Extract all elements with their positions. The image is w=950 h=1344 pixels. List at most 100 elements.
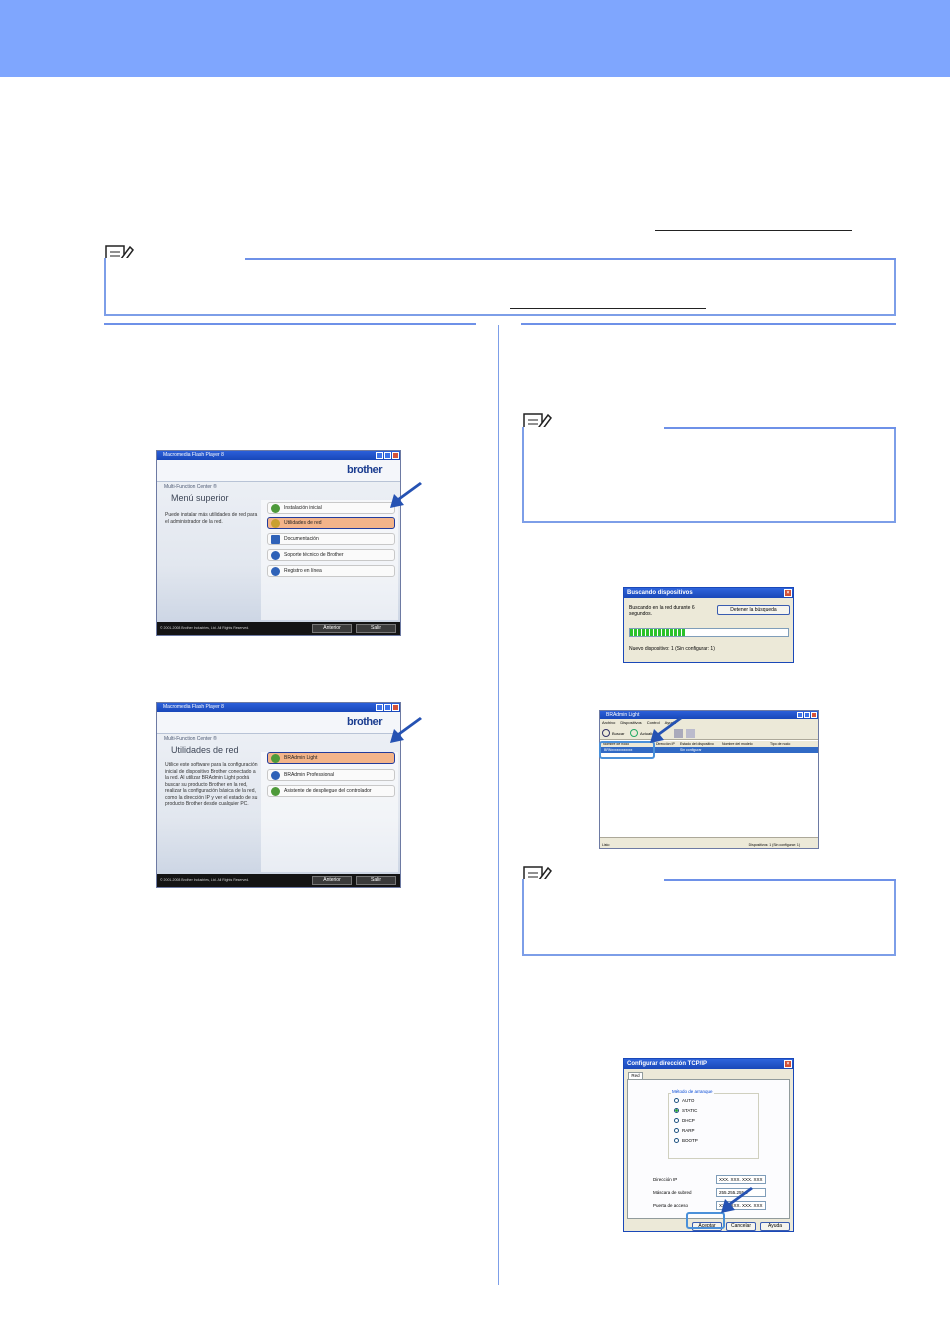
section-rule-right bbox=[521, 323, 896, 325]
radio-button-icon[interactable] bbox=[674, 1118, 679, 1124]
note-rule bbox=[664, 427, 896, 429]
brother-logo: brother bbox=[347, 716, 383, 728]
back-button[interactable]: Anterior bbox=[312, 624, 352, 633]
bradmin-icon bbox=[271, 754, 280, 763]
radio-option[interactable]: BOOTP bbox=[674, 1138, 698, 1144]
exit-button[interactable]: Salir bbox=[356, 876, 396, 885]
menu-item-instalacion[interactable]: Instalación inicial bbox=[267, 502, 395, 514]
settings-icon[interactable] bbox=[674, 729, 683, 738]
menu-bar: Archivo Dispositivos Control Ayuda bbox=[600, 719, 818, 726]
table-header: Nombre de nodo Dirección IP Estado del d… bbox=[600, 741, 818, 747]
section-rule-left bbox=[104, 323, 476, 325]
link-underline[interactable] bbox=[655, 230, 852, 231]
minimize-icon[interactable] bbox=[797, 712, 803, 718]
note-rule bbox=[245, 258, 896, 260]
menu-archivo[interactable]: Archivo bbox=[602, 720, 616, 725]
arrow-pointer-icon bbox=[390, 482, 422, 508]
maximize-icon[interactable] bbox=[804, 712, 810, 718]
refresh-icon[interactable] bbox=[630, 729, 638, 737]
menu-item-soporte[interactable]: Soporte técnico de Brother bbox=[267, 549, 395, 561]
menu-ayuda[interactable]: Ayuda bbox=[664, 720, 676, 725]
menu-item-registro[interactable]: Registro en línea bbox=[267, 565, 395, 577]
wizard-icon bbox=[271, 787, 280, 796]
exit-button[interactable]: Salir bbox=[356, 624, 396, 633]
mfc-subtitle: Multi-Function Center ® bbox=[164, 736, 217, 742]
radio-button-icon[interactable] bbox=[674, 1128, 679, 1134]
window-title: BRAdmin Light bbox=[600, 711, 818, 719]
radio-label: BOOTP bbox=[682, 1138, 698, 1143]
mfc-window-1: Macromedia Flash Player 8 brother Multi-… bbox=[156, 450, 401, 636]
column-divider bbox=[498, 325, 499, 1285]
mfc-description: Utilice este software para la configurac… bbox=[165, 762, 258, 807]
note-box-top bbox=[104, 258, 896, 316]
close-icon[interactable] bbox=[811, 712, 817, 718]
search-icon[interactable] bbox=[602, 729, 610, 737]
tab-panel: Método de arranque AUTO STATIC DHCP RARP BOO… bbox=[627, 1079, 790, 1219]
radio-option[interactable]: RARP bbox=[674, 1128, 695, 1134]
globe-icon bbox=[271, 551, 280, 560]
menu-control[interactable]: Control bbox=[646, 720, 660, 725]
field-label-ip: Dirección IP bbox=[653, 1177, 678, 1182]
table-row[interactable]: BRNxxxxxxxxxxxx Sin configurar bbox=[600, 747, 818, 753]
menu-item-asistente[interactable]: Asistente de despliegue del controlador bbox=[267, 785, 395, 797]
radio-option[interactable]: STATIC bbox=[674, 1108, 697, 1114]
toolbar: Buscar Actualizar bbox=[600, 726, 818, 740]
search-dialog: Buscando dispositivos × Buscando en la re… bbox=[623, 587, 794, 663]
stop-search-button[interactable]: Detener la búsqueda bbox=[717, 605, 790, 615]
group-label: Método de arranque bbox=[671, 1089, 714, 1094]
menu-item-bradmin-light[interactable]: BRAdmin Light bbox=[267, 752, 395, 764]
mfc-description: Puede instalar más utilidades de red par… bbox=[165, 512, 258, 525]
note-box-right-2 bbox=[522, 879, 896, 956]
printer-icon[interactable] bbox=[686, 729, 695, 738]
tab-red[interactable]: Red bbox=[628, 1072, 643, 1079]
install-icon bbox=[271, 504, 280, 513]
toolbar-buscar[interactable]: Buscar bbox=[612, 731, 625, 736]
close-icon[interactable]: × bbox=[784, 589, 792, 597]
window-title: Macromedia Flash Player 8 bbox=[157, 451, 400, 460]
radio-label: AUTO bbox=[682, 1098, 695, 1103]
toolbar-actualizar[interactable]: Actualizar bbox=[640, 731, 658, 736]
radio-option[interactable]: DHCP bbox=[674, 1118, 695, 1124]
menu-item-documentacion[interactable]: Documentación bbox=[267, 533, 395, 545]
maximize-icon[interactable] bbox=[384, 704, 391, 711]
status-bar: Listo Dispositivos: 1 (Sin configurar: 1… bbox=[600, 842, 818, 848]
radio-option[interactable]: AUTO bbox=[674, 1098, 694, 1104]
register-icon bbox=[271, 567, 280, 576]
close-icon[interactable] bbox=[392, 452, 399, 459]
header-band bbox=[0, 0, 950, 77]
radio-button-icon[interactable] bbox=[674, 1138, 679, 1144]
radio-button-icon[interactable] bbox=[674, 1098, 679, 1104]
menu-item-utilidades[interactable]: Utilidades de red bbox=[267, 517, 395, 529]
window-title: Macromedia Flash Player 8 bbox=[157, 703, 400, 712]
progress-fill bbox=[630, 629, 686, 636]
arrow-pointer-icon bbox=[390, 717, 422, 743]
ip-address-input[interactable]: XXX. XXX. XXX. XXX bbox=[716, 1175, 766, 1184]
highlight-box bbox=[686, 1212, 725, 1229]
note-box-right-1 bbox=[522, 427, 896, 523]
gateway-input[interactable]: XXX. XXX. XXX. XXX bbox=[716, 1201, 766, 1210]
dialog-title: Configurar dirección TCP/IP bbox=[627, 1061, 708, 1067]
radio-label: DHCP bbox=[682, 1118, 695, 1123]
link-underline-2[interactable] bbox=[510, 308, 706, 309]
menu-dispositivos[interactable]: Dispositivos bbox=[620, 720, 642, 725]
search-message: Buscando en la red durante 6 segundos. bbox=[629, 605, 695, 617]
menu-item-bradmin-pro[interactable]: BRAdmin Professional bbox=[267, 769, 395, 781]
close-icon[interactable]: × bbox=[784, 1060, 792, 1068]
close-icon[interactable] bbox=[392, 704, 399, 711]
copyright: © 2001-2008 Brother Industries, Ltd. All… bbox=[160, 878, 250, 882]
minimize-icon[interactable] bbox=[376, 704, 383, 711]
maximize-icon[interactable] bbox=[384, 452, 391, 459]
tools-icon bbox=[271, 519, 280, 528]
cancel-button[interactable]: Cancelar bbox=[726, 1222, 756, 1231]
document-icon bbox=[271, 535, 280, 544]
help-button[interactable]: Ayuda bbox=[760, 1222, 790, 1231]
radio-button-icon[interactable] bbox=[674, 1108, 679, 1114]
back-button[interactable]: Anterior bbox=[312, 876, 352, 885]
progress-bar bbox=[629, 628, 789, 637]
dialog-title: Buscando dispositivos bbox=[627, 590, 693, 596]
horizontal-scrollbar[interactable] bbox=[600, 837, 818, 842]
minimize-icon[interactable] bbox=[376, 452, 383, 459]
copyright: © 2001-2008 Brother Industries, Ltd. All… bbox=[160, 626, 250, 630]
ok-button[interactable]: Aceptar bbox=[692, 1222, 722, 1231]
mfc-window-2: Macromedia Flash Player 8 brother Multi-… bbox=[156, 702, 401, 888]
